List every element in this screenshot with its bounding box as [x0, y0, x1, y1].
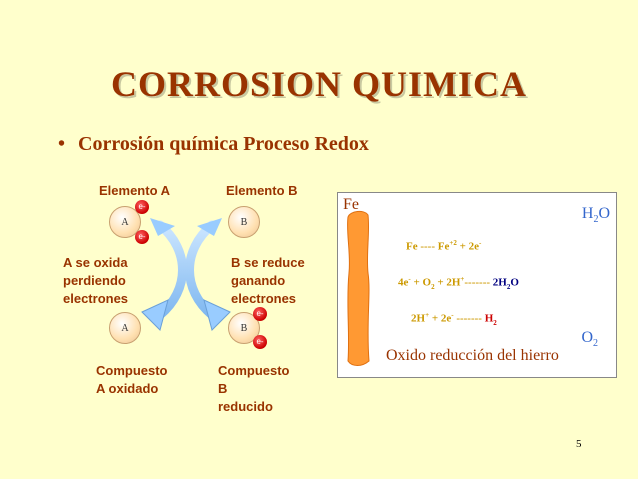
iron-redox-panel: Fe H2O Fe ---- Fe+2 + 2e- 4e- + O2 + 2H+… — [337, 192, 617, 378]
curved-arrow-left — [141, 218, 187, 331]
b-reduces-text: B se reduce ganando electrones — [231, 255, 305, 306]
element-b-label: Elemento B — [226, 183, 298, 198]
compound-b-text: Compuesto B reducido — [218, 363, 290, 414]
compound-a-text: Compuesto A oxidado — [96, 363, 168, 396]
electron-icon: e- — [135, 200, 149, 214]
equation-oxygen-reduction: 4e- + O2 + 2H+------- 2H2O — [398, 275, 519, 291]
h2o-label: H2O — [581, 205, 610, 226]
equation-hydrogen-reduction: 2H+ + 2e- ------- H2 — [411, 311, 497, 327]
bullet-item: • Corrosión química Proceso Redox — [58, 133, 369, 156]
atom-a-top-label: A — [121, 216, 129, 228]
curved-arrow-right — [185, 218, 231, 331]
equation-iron-oxidation: Fe ---- Fe+2 + 2e- — [406, 239, 482, 253]
iron-bar-shape — [347, 210, 370, 366]
element-a-label: Elemento A — [99, 183, 171, 198]
atom-a-bottom: A — [109, 312, 141, 344]
electron-icon: e- — [253, 335, 267, 349]
atom-a-bottom-label: A — [121, 322, 129, 334]
panel-caption: Oxido reducción del hierro — [386, 347, 559, 364]
page-number: 5 — [576, 438, 582, 450]
atom-b-bottom-label: B — [240, 322, 248, 334]
electron-icon: e- — [253, 307, 267, 321]
fe-label: Fe — [343, 196, 359, 213]
atom-b-top: B — [228, 206, 260, 238]
atom-b-top-label: B — [240, 216, 248, 228]
bullet-dot-icon: • — [58, 133, 66, 155]
o2-label: O2 — [581, 329, 598, 350]
slide-title: CORROSION QUIMICA — [110, 64, 528, 104]
electron-icon: e- — [135, 230, 149, 244]
bullet-text: Corrosión química Proceso Redox — [78, 133, 369, 155]
a-oxidizes-text: A se oxida perdiendo electrones — [63, 255, 129, 306]
